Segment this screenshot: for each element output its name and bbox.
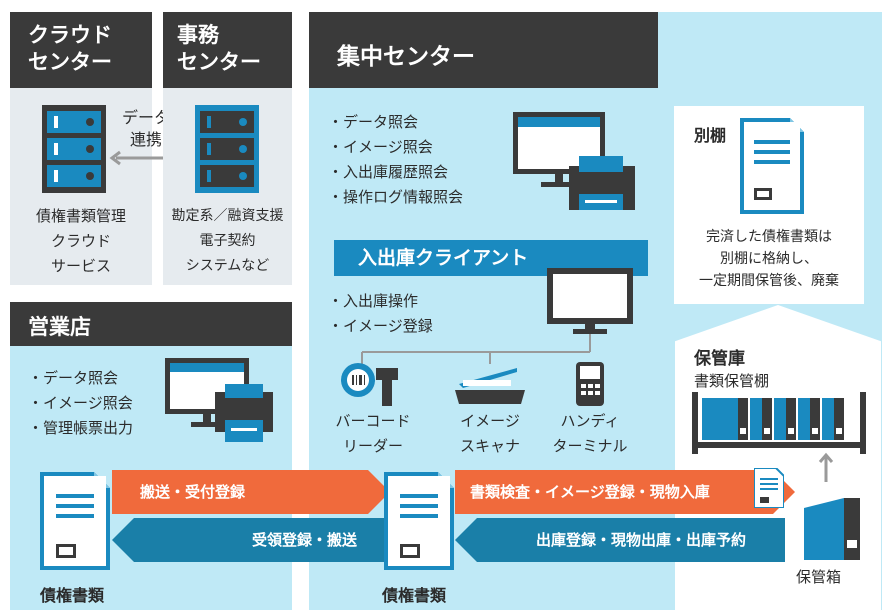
client-item: ・イメージ登録 [328,317,433,335]
out-register-label: 出庫登録・現物出庫・出庫予約 [536,531,747,549]
left-document-icon [40,472,110,570]
device-label-line: スキャナ [459,437,520,455]
send-register-label: 搬送・受付登録 [140,483,246,501]
office-system-line: 勘定系／融資支援 [171,208,284,224]
device-label-line: ターミナル [552,437,628,455]
up-arrow-icon [818,452,834,482]
barcode-reader-icon [341,363,398,406]
data-link-line2: 連携 [129,130,162,149]
branch-header: 営業店 [10,302,292,346]
office-system-line: 電子契約 [199,233,256,249]
branch-items: ・データ照会 ・イメージ照会 ・管理帳票出力 [28,366,133,441]
scanner-icon [455,368,525,404]
document-shelf-icon [692,392,866,454]
data-link-label: データ 連携 [110,107,182,151]
office-server-icon [195,105,259,193]
cloud-service-line: クラウド [50,232,111,250]
separate-shelf-document-icon [740,118,804,214]
client-monitor-icon [547,268,633,334]
office-system-line: システムなど [185,258,270,274]
out-register-arrow [455,518,785,562]
branch-item: ・データ照会 [28,369,119,387]
device-label-barcode: バーコード リーダー [328,409,418,459]
separate-shelf-desc-line: 一定期間保管後、廃棄 [699,273,839,289]
separate-shelf-desc-line: 完済した債権書類は [706,229,832,245]
office-system-text: 勘定系／融資支援 電子契約 システムなど [163,204,292,279]
data-link-line1: データ [121,108,170,127]
receive-send-arrow [112,518,384,562]
small-document-icon [754,468,784,508]
storage-box-icon [804,498,860,560]
branch-item: ・イメージ照会 [28,394,133,412]
device-label-terminal: ハンディ ターミナル [545,409,635,459]
office-title-line1: 事務 [177,23,219,47]
cloud-center-header: クラウド センター [10,12,152,88]
center-title: 集中センター [337,44,475,70]
branch-title: 営業店 [28,315,91,339]
branch-pc-printer-icon [165,358,273,442]
client-items: ・入出庫操作 ・イメージ登録 [328,289,433,339]
inspect-register-label: 書類検査・イメージ登録・現物入庫 [470,483,710,501]
separate-shelf-desc-line: 別棚に格納し、 [720,251,818,267]
separate-shelf-title: 別棚 [694,126,727,145]
inquiry-item: ・操作ログ情報照会 [328,188,464,206]
cloud-service-line: サービス [50,257,111,275]
client-item: ・入出庫操作 [328,292,419,310]
cloud-server-icon [42,105,106,193]
device-label-scanner: イメージ スキャナ [445,409,535,459]
inquiry-item: ・データ照会 [328,113,419,131]
inquiry-item: ・入出庫履歴照会 [328,163,449,181]
send-register-arrow [112,470,390,514]
cloud-title-line1: クラウド [28,23,112,47]
office-center-header: 事務 センター [163,12,292,88]
separate-shelf-desc: 完済した債権書類は 別棚に格納し、 一定期間保管後、廃棄 [674,226,864,292]
device-connector-lines [361,334,591,364]
branch-item: ・管理帳票出力 [28,419,134,437]
left-document-label: 債権書類 [40,586,105,605]
handy-terminal-icon [576,362,604,406]
storage-title: 保管庫 [694,349,745,369]
cloud-service-text: 債権書類管理 クラウド サービス [10,204,152,279]
center-inquiry-items: ・データ照会 ・イメージ照会 ・入出庫履歴照会 ・操作ログ情報照会 [328,110,463,210]
client-label: 入出庫クライアント [358,247,529,269]
receive-send-label: 受領登録・搬送 [252,531,358,549]
inquiry-item: ・イメージ照会 [328,138,433,156]
storage-shelf-label: 書類保管棚 [694,372,770,390]
center-document-label: 債権書類 [382,586,447,605]
device-label-line: ハンディ [560,412,620,430]
device-label-line: リーダー [342,437,403,455]
inspect-register-arrow [455,470,795,514]
center-pc-printer-icon [513,112,635,210]
center-header: 集中センター [309,12,658,88]
cloud-title-line2: センター [28,50,112,74]
device-label-line: イメージ [460,412,520,430]
center-document-icon [384,472,454,570]
device-label-line: バーコード [335,412,411,430]
office-title-line2: センター [177,50,261,74]
cloud-service-line: 債権書類管理 [35,207,126,225]
storage-box-label: 保管箱 [796,568,842,586]
